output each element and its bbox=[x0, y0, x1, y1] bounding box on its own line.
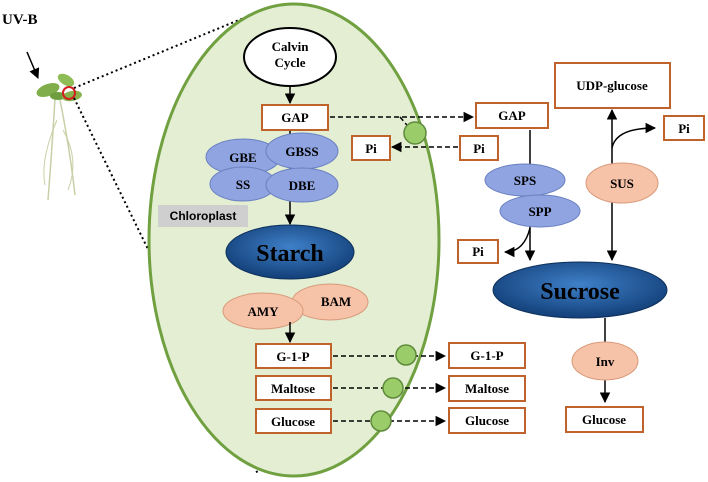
uvb-arrow bbox=[26, 51, 40, 79]
maltose-out-box bbox=[448, 375, 526, 402]
leaf-highlight-circle bbox=[62, 86, 76, 100]
glucose-transporter bbox=[370, 410, 392, 432]
maltose-transporter bbox=[382, 377, 404, 399]
gap-transporter-link bbox=[399, 116, 413, 132]
gap-in-box bbox=[261, 104, 329, 131]
enzyme-bam-label: BAM bbox=[321, 294, 351, 309]
glucose-final-text: Glucose bbox=[582, 412, 626, 427]
chloroplast-label: Chloroplast bbox=[170, 209, 237, 223]
enzyme-amy bbox=[222, 292, 304, 330]
enzyme-spp-label: SPP bbox=[528, 204, 551, 219]
sucrose-node bbox=[492, 261, 668, 319]
enzyme-dbe-label: DBE bbox=[289, 178, 316, 193]
enzyme-inv-label: Inv bbox=[596, 354, 615, 369]
pi-in-box bbox=[351, 135, 391, 161]
sucrose-label: Sucrose bbox=[540, 279, 620, 305]
enzyme-sus bbox=[585, 162, 659, 204]
gap-out-box bbox=[475, 102, 549, 129]
enzyme-gbe-label: GBE bbox=[229, 150, 256, 165]
g1p-in-text: G-1-P bbox=[276, 349, 309, 364]
g1p-out-box bbox=[448, 342, 526, 369]
enzyme-inv bbox=[571, 341, 639, 381]
glucose-in-box bbox=[255, 408, 332, 434]
g1p-in-box bbox=[255, 343, 332, 369]
pi-sps-box bbox=[457, 239, 499, 264]
pi-sus-box bbox=[663, 115, 705, 141]
maltose-in-box bbox=[255, 375, 332, 401]
glucose-in-text: Glucose bbox=[271, 414, 315, 429]
pi-sps-text: Pi bbox=[472, 244, 484, 259]
gap-pi-transporter bbox=[403, 121, 427, 145]
udp-glucose-box bbox=[554, 62, 671, 109]
uvb-label: UV-B bbox=[2, 12, 38, 28]
gap-out-text: GAP bbox=[498, 108, 526, 123]
maltose-in-text: Maltose bbox=[271, 381, 315, 396]
enzyme-ss-label: SS bbox=[236, 177, 250, 192]
calvin-line1: Calvin bbox=[272, 39, 310, 54]
maltose-out-text: Maltose bbox=[465, 381, 509, 396]
g1p-transporter bbox=[395, 344, 417, 366]
enzyme-spp bbox=[499, 194, 581, 228]
glucose-out-box bbox=[448, 407, 526, 434]
enzyme-dbe bbox=[265, 167, 339, 203]
glucose-final-box bbox=[565, 406, 644, 433]
enzyme-gbss-label: GBSS bbox=[285, 144, 318, 159]
udp-glucose-text: UDP-glucose bbox=[576, 78, 648, 93]
glucose-out-text: Glucose bbox=[465, 413, 509, 428]
pi-mid-text: Pi bbox=[473, 141, 485, 156]
arrow-pi-release-sus bbox=[611, 122, 657, 149]
arrow-pi-release-spp bbox=[503, 227, 531, 258]
g1p-out-text: G-1-P bbox=[470, 348, 503, 363]
gap-in-text: GAP bbox=[281, 110, 309, 125]
starch-label: Starch bbox=[256, 241, 324, 267]
pi-sus-text: Pi bbox=[678, 121, 690, 136]
enzyme-sus-label: SUS bbox=[610, 176, 634, 191]
pi-mid-box bbox=[459, 135, 499, 161]
chloroplast-label-bg bbox=[158, 205, 248, 227]
enzyme-amy-label: AMY bbox=[247, 304, 279, 319]
pi-in-text: Pi bbox=[365, 141, 377, 156]
calvin-line2: Cycle bbox=[274, 55, 305, 70]
starch-node bbox=[225, 224, 355, 280]
enzyme-sps-label: SPS bbox=[514, 173, 536, 188]
